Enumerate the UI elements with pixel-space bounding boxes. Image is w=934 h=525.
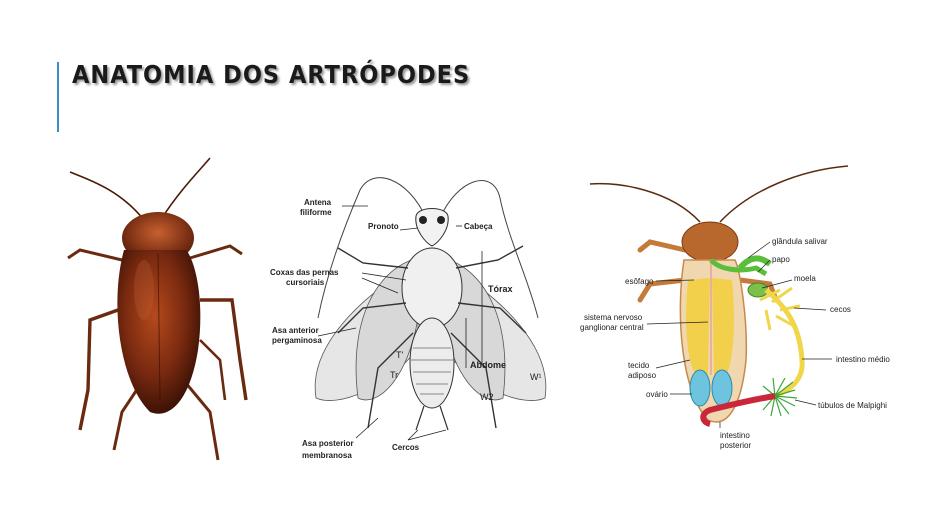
label-esofago: esôfago <box>625 277 654 286</box>
cockroach-diagram: Antena filiforme Pronoto Cabeça Coxas da… <box>270 177 547 460</box>
label-asa-posterior-1: Asa posterior <box>302 439 354 448</box>
label-sistema-nervoso-1: sistema nervoso <box>584 313 643 322</box>
label-asa-anterior-2: pergaminosa <box>272 336 322 345</box>
label-torax: Tórax <box>488 284 513 294</box>
label-w1: W¹ <box>530 372 542 382</box>
label-w2: W2 <box>480 392 494 402</box>
internal-anatomy: glândula salivar papo moela esôfago ceco… <box>580 165 890 450</box>
label-coxas-1: Coxas das pernas <box>270 268 339 277</box>
label-t: T' <box>396 350 403 360</box>
label-glandula-salivar: glândula salivar <box>772 237 828 246</box>
label-cecos: cecos <box>830 305 851 314</box>
label-intestino-medio: intestino médio <box>836 355 890 364</box>
slide-title: ANATOMIA DOS ARTRÓPODES <box>72 60 471 89</box>
label-asa-posterior-2: membranosa <box>302 451 352 460</box>
label-papo: papo <box>772 255 790 264</box>
label-sistema-nervoso-2: ganglionar central <box>580 323 644 332</box>
title-accent-bar <box>57 62 59 132</box>
label-cercos: Cercos <box>392 443 420 452</box>
label-cabeca: Cabeça <box>464 222 493 231</box>
label-filiforme: filiforme <box>300 208 332 217</box>
label-tubulos-malpighi: túbulos de Malpighi <box>818 401 887 410</box>
label-moela: moela <box>794 274 816 283</box>
label-coxas-2: cursoriais <box>286 278 325 287</box>
label-ovario: ovário <box>646 390 668 399</box>
label-tr: Tr <box>390 370 398 380</box>
label-antena: Antena <box>304 198 332 207</box>
label-tecido-2: adiposo <box>628 371 657 380</box>
label-tecido-1: tecido <box>628 361 650 370</box>
label-pronoto: Pronoto <box>368 222 399 231</box>
label-asa-anterior-1: Asa anterior <box>272 326 319 335</box>
label-intestino-posterior-2: posterior <box>720 441 751 450</box>
cockroach-photo <box>67 157 248 461</box>
label-abdome: Abdome <box>470 360 506 370</box>
label-intestino-posterior-1: intestino <box>720 431 750 440</box>
